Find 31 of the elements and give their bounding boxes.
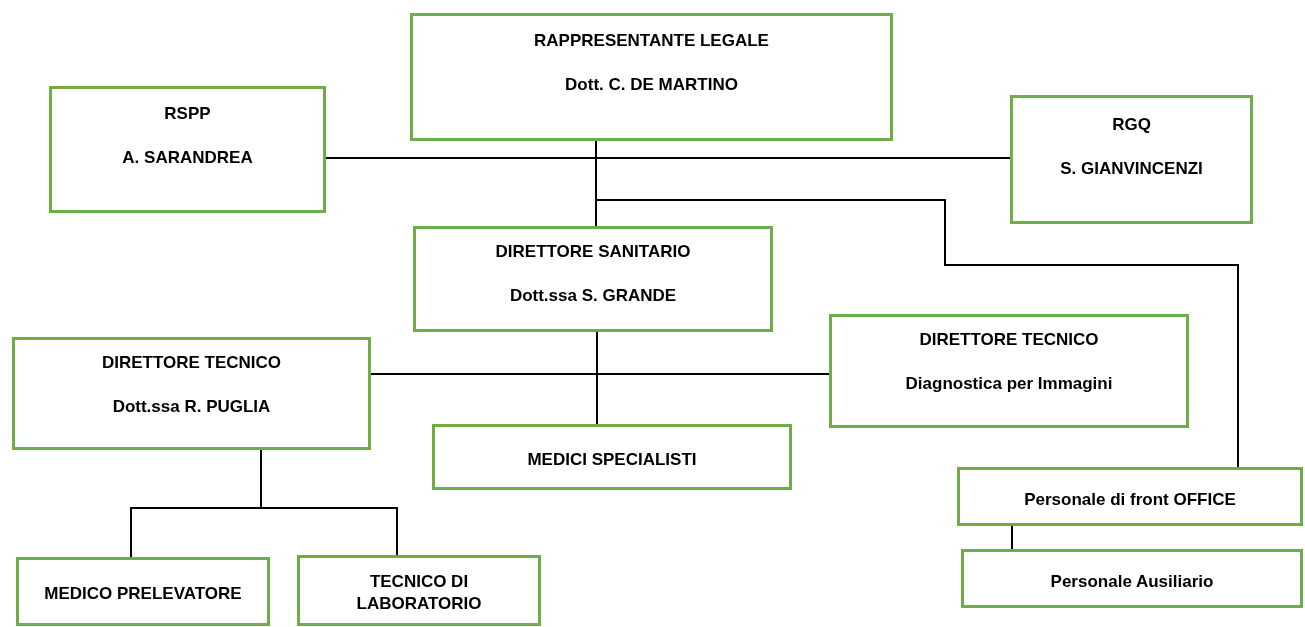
person-name: S. GIANVINCENZI [1059,158,1204,180]
connector-line [596,331,598,425]
role-title: DIRETTORE TECNICO [100,352,283,374]
org-box [49,86,326,213]
role-title: TECNICO DI LABORATORIO [355,570,483,615]
connector-line [1011,525,1013,550]
person-name: Dott. C. DE MARTINO [564,74,739,96]
role-title: MEDICI SPECIALISTI [526,449,698,471]
role-title: DIRETTORE TECNICO [918,329,1100,351]
role-title: RAPPRESENTANTE LEGALE [533,30,770,52]
role-title: DIRETTORE SANITARIO [494,241,692,263]
person-name: Diagnostica per Immagini [904,373,1114,395]
org-box [12,337,371,450]
org-box [413,226,773,332]
org-box [297,555,541,626]
role-title: RSPP [163,103,212,125]
org-box [957,467,1303,526]
org-box [432,424,792,490]
role-title: Personale Ausiliario [1049,571,1215,593]
role-title: RGQ [1111,114,1152,136]
org-box [16,557,270,626]
org-box [829,314,1189,428]
org-box [961,549,1303,608]
person-name: A. SARANDREA [121,147,254,169]
org-box [410,13,893,141]
person-name: Dott.ssa R. PUGLIA [111,396,272,418]
person-name: Dott.ssa S. GRANDE [508,285,678,307]
role-title: MEDICO PRELEVATORE [43,582,243,605]
role-title: Personale di front OFFICE [1023,488,1237,511]
org-box [1010,95,1253,224]
connector-line [260,449,398,556]
